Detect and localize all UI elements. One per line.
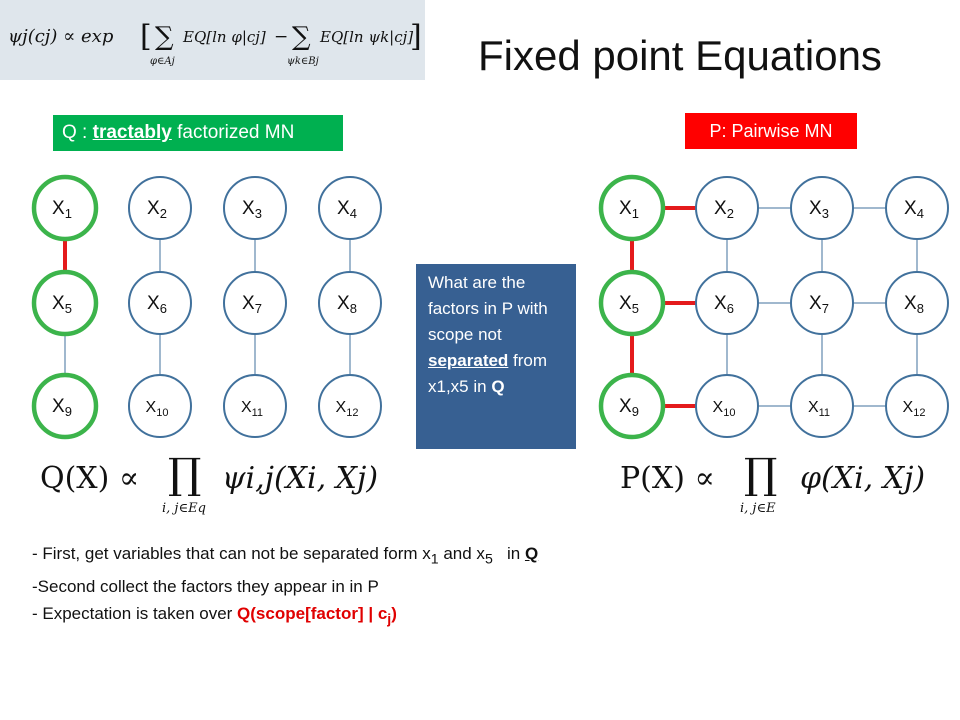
bracket-right: ] — [410, 19, 422, 54]
bullet-3-close: ) — [391, 604, 397, 624]
node-x5: X5 — [598, 269, 666, 337]
p-formula-lhs: P(X) ∝ — [620, 461, 715, 496]
bullet-list: - First, get variables that can not be s… — [32, 540, 538, 634]
q-label-rest: factorized MN — [171, 122, 295, 143]
node-label-x9: X9 — [52, 396, 72, 419]
p-formula-body: φ(Xi, Xj) — [800, 461, 925, 496]
node-x2: X2 — [695, 176, 759, 240]
node-x10: X10 — [695, 374, 759, 438]
bullet-1-sub2: 5 — [484, 551, 493, 568]
sum1-under: φ∈Aj — [150, 56, 175, 67]
sum-symbol-1: ∑ — [155, 22, 174, 52]
node-label-x11: X11 — [808, 399, 830, 419]
q-label-prefix: Q — [62, 122, 77, 143]
node-label-x4: X4 — [904, 198, 924, 221]
node-label-x6: X6 — [714, 293, 734, 316]
p-prod-under: i, j∈E — [740, 501, 776, 516]
bullet-2: -Second collect the factors they appear … — [32, 577, 379, 597]
node-x11: X11 — [223, 374, 287, 438]
node-x12: X12 — [318, 374, 382, 438]
bullet-1-q: Q — [524, 544, 539, 563]
node-label-x4: X4 — [337, 198, 357, 221]
node-x2: X2 — [128, 176, 192, 240]
q-label-underlined: tractably — [92, 122, 172, 143]
q-prod-symbol: ∏ — [168, 449, 201, 498]
minus: − — [274, 27, 288, 47]
question-box: What are the factors in P with scope not… — [416, 264, 576, 449]
node-x7: X7 — [223, 271, 287, 335]
bullet-1-mid: and x — [438, 544, 485, 563]
page-title: Fixed point Equations — [478, 32, 882, 79]
node-label-x11: X11 — [241, 399, 263, 419]
bullet-1-sub1: 1 — [430, 551, 439, 568]
node-x8: X8 — [885, 271, 949, 335]
bracket-left: [ — [140, 19, 152, 54]
node-label-x2: X2 — [714, 198, 734, 221]
term1: EQ[ln φ|cj] — [182, 28, 266, 46]
node-x3: X3 — [223, 176, 287, 240]
node-label-x7: X7 — [242, 293, 262, 316]
node-label-x1: X1 — [52, 198, 72, 221]
q-formula-lhs: Q(X) ∝ — [40, 461, 139, 496]
node-x8: X8 — [318, 271, 382, 335]
q-label: Q : tractably factorized MN — [53, 115, 343, 151]
node-x4: X4 — [885, 176, 949, 240]
node-x5: X5 — [31, 269, 99, 337]
sum2-under: ψk∈Bj — [287, 56, 319, 67]
node-label-x12: X12 — [336, 399, 359, 419]
formula-top: ψj(cj) ∝ exp [ ∑ φ∈Aj EQ[ln φ|cj] − ∑ ψk… — [8, 19, 422, 67]
node-label-x5: X5 — [52, 293, 72, 316]
question-bold: Q — [491, 377, 505, 396]
node-x4: X4 — [318, 176, 382, 240]
node-x10: X10 — [128, 374, 192, 438]
node-x7: X7 — [790, 271, 854, 335]
node-x9: X9 — [31, 372, 99, 440]
node-label-x8: X8 — [904, 293, 924, 316]
node-label-x10: X10 — [713, 399, 736, 419]
node-label-x12: X12 — [903, 399, 926, 419]
p-prod-symbol: ∏ — [744, 449, 777, 498]
node-x12: X12 — [885, 374, 949, 438]
formula-lhs: ψj(cj) ∝ exp — [8, 26, 114, 47]
node-x6: X6 — [695, 271, 759, 335]
node-label-x6: X6 — [147, 293, 167, 316]
node-x3: X3 — [790, 176, 854, 240]
node-x1: X1 — [598, 174, 666, 242]
node-label-x8: X8 — [337, 293, 357, 316]
node-label-x3: X3 — [809, 198, 829, 221]
node-x1: X1 — [31, 174, 99, 242]
question-text: What are the factors in P with scope not — [428, 273, 548, 344]
node-x6: X6 — [128, 271, 192, 335]
bullet-3: - Expectation is taken over Q(scope[fact… — [32, 600, 538, 633]
bullet-3-red: Q(scope[factor] | c — [237, 604, 388, 624]
node-label-x1: X1 — [619, 198, 639, 221]
node-label-x2: X2 — [147, 198, 167, 221]
q-label-colon: : — [76, 122, 93, 143]
bullet-3-text: - Expectation is taken over — [32, 604, 238, 624]
node-label-x9: X9 — [619, 396, 639, 419]
bullet-3-sub: j — [387, 611, 392, 628]
node-label-x3: X3 — [242, 198, 262, 221]
sum-symbol-2: ∑ — [292, 22, 311, 52]
p-label: P: Pairwise MN — [685, 113, 857, 149]
question-text2: from x1,x5 in — [428, 351, 548, 396]
node-label-x10: X10 — [146, 399, 169, 419]
q-formula-body: ψi,j(Xi, Xj) — [222, 461, 378, 496]
node-x9: X9 — [598, 372, 666, 440]
node-label-x7: X7 — [809, 293, 829, 316]
q-prod-under: i, j∈Eq — [162, 501, 206, 516]
formula-box: ψj(cj) ∝ exp [ ∑ φ∈Aj EQ[ln φ|cj] − ∑ ψk… — [0, 0, 425, 80]
bullet-1-in: in — [492, 544, 525, 563]
node-x11: X11 — [790, 374, 854, 438]
bullet-1-text: - First, get variables that can not be s… — [32, 544, 431, 563]
bullet-1: - First, get variables that can not be s… — [32, 540, 538, 573]
term2: EQ[ln ψk|cj] — [319, 28, 413, 46]
node-label-x5: X5 — [619, 293, 639, 316]
question-underlined: separated — [428, 351, 509, 370]
